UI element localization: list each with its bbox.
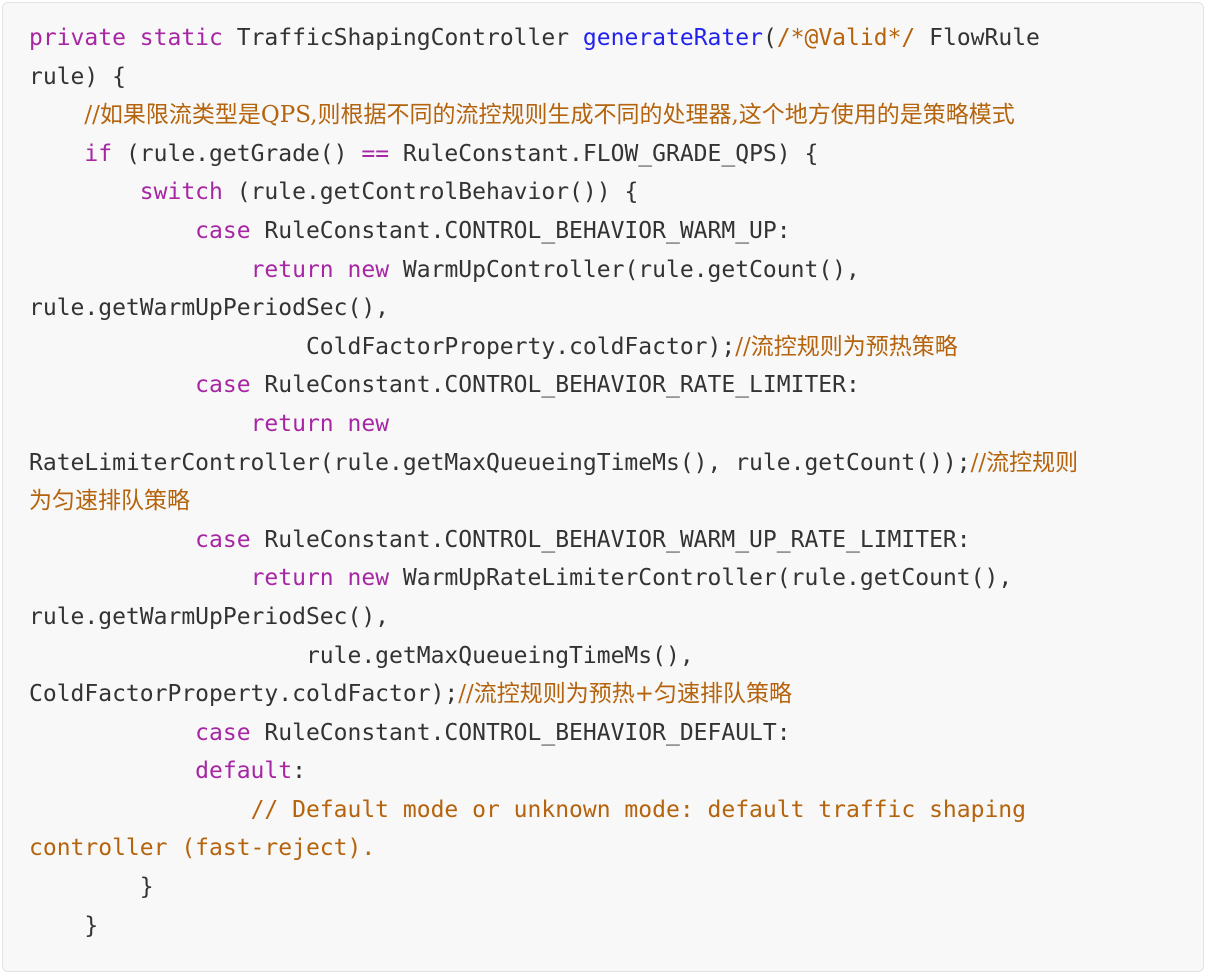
code-comment: controller (fast-reject). xyxy=(29,835,376,862)
code-text: : xyxy=(292,758,306,785)
code-text: rule.getWarmUpPeriodSec(), xyxy=(29,603,390,630)
code-line: switch (rule.getControlBehavior()) { xyxy=(29,173,1199,212)
code-text: ( xyxy=(762,25,777,51)
code-keyword: return xyxy=(250,410,334,437)
code-text: FlowRule xyxy=(915,25,1040,51)
code-text: } xyxy=(29,874,154,901)
code-text xyxy=(334,257,348,283)
code-keyword: switch xyxy=(139,179,223,206)
code-text xyxy=(126,25,140,51)
code-comment: /*@Valid*/ xyxy=(776,25,916,51)
code-text xyxy=(29,797,251,823)
code-line: controller (fast-reject). xyxy=(29,829,1199,868)
code-keyword: case xyxy=(195,217,251,244)
code-line: ColdFactorProperty.coldFactor);//流控规则为预热… xyxy=(29,675,1199,714)
code-text xyxy=(29,565,251,591)
code-text xyxy=(29,257,251,283)
code-comment: //流控规则 xyxy=(970,449,1079,476)
code-text: (rule.getGrade() xyxy=(112,140,362,167)
code-line: case RuleConstant.CONTROL_BEHAVIOR_WARM_… xyxy=(29,521,1199,560)
code-text xyxy=(29,758,195,784)
code-comment: //如果限流类型是QPS,则根据不同的流控规则生成不同的处理器,这个地方使用的是… xyxy=(84,102,1015,129)
code-line: return new xyxy=(29,405,1199,444)
code-text xyxy=(29,720,195,746)
code-operator: == xyxy=(361,140,390,167)
code-comment: 为匀速排队策略 xyxy=(29,488,190,515)
code-text xyxy=(29,102,84,128)
code-line: // Default mode or unknown mode: default… xyxy=(29,791,1199,830)
code-keyword: if xyxy=(84,140,113,167)
code-line: case RuleConstant.CONTROL_BEHAVIOR_WARM_… xyxy=(29,212,1199,251)
code-function-name: generateRater xyxy=(582,25,763,51)
code-text xyxy=(29,141,84,167)
code-keyword: new xyxy=(347,256,390,283)
code-line: case RuleConstant.CONTROL_BEHAVIOR_RATE_… xyxy=(29,366,1199,405)
code-text: RateLimiterController(rule.getMaxQueuein… xyxy=(29,449,971,476)
code-keyword: return xyxy=(250,256,334,283)
code-keyword: static xyxy=(139,25,223,51)
code-text: RuleConstant.CONTROL_BEHAVIOR_WARM_UP: xyxy=(250,217,791,244)
code-line: private static TrafficShapingController … xyxy=(29,19,1199,58)
code-keyword: case xyxy=(195,526,251,553)
code-line: rule) { xyxy=(29,58,1199,97)
code-line: ColdFactorProperty.coldFactor);//流控规则为预热… xyxy=(29,328,1199,367)
code-text: TrafficShapingController xyxy=(222,25,583,51)
code-line: rule.getWarmUpPeriodSec(), xyxy=(29,598,1199,637)
code-line: //如果限流类型是QPS,则根据不同的流控规则生成不同的处理器,这个地方使用的是… xyxy=(29,96,1199,135)
code-text: ColdFactorProperty.coldFactor); xyxy=(29,333,736,360)
code-line: 为匀速排队策略 xyxy=(29,482,1199,521)
code-keyword: new xyxy=(347,565,390,592)
code-line: return new WarmUpController(rule.getCoun… xyxy=(29,251,1199,290)
code-comment: //流控规则为预热+匀速排队策略 xyxy=(458,681,793,708)
code-text xyxy=(29,527,195,553)
code-text xyxy=(29,179,140,205)
code-text: RuleConstant.CONTROL_BEHAVIOR_RATE_LIMIT… xyxy=(250,372,860,399)
code-comment: // Default mode or unknown mode: default… xyxy=(250,796,1027,823)
code-text: rule) { xyxy=(29,63,126,90)
code-text: } xyxy=(29,912,99,939)
code-keyword: case xyxy=(195,719,251,746)
code-line: if (rule.getGrade() == RuleConstant.FLOW… xyxy=(29,135,1199,174)
code-keyword: private xyxy=(29,25,126,51)
code-lines: private static TrafficShapingController … xyxy=(29,19,1199,945)
code-line: default: xyxy=(29,752,1199,791)
code-line: RateLimiterController(rule.getMaxQueuein… xyxy=(29,444,1199,483)
code-keyword: default xyxy=(195,758,293,785)
code-line: rule.getMaxQueueingTimeMs(), xyxy=(29,637,1199,676)
code-line: } xyxy=(29,907,1199,946)
code-text: ColdFactorProperty.coldFactor); xyxy=(29,681,459,708)
code-text xyxy=(29,218,195,244)
code-text xyxy=(334,565,348,591)
code-text xyxy=(334,411,348,437)
code-text xyxy=(29,372,195,398)
code-text: rule.getMaxQueueingTimeMs(), xyxy=(29,642,694,669)
code-line: } xyxy=(29,868,1199,907)
code-text: WarmUpController(rule.getCount(), xyxy=(389,256,860,283)
code-text: WarmUpRateLimiterController(rule.getCoun… xyxy=(389,565,1013,592)
code-text: RuleConstant.CONTROL_BEHAVIOR_DEFAULT: xyxy=(250,719,791,746)
code-text xyxy=(29,411,251,437)
code-line: return new WarmUpRateLimiterController(r… xyxy=(29,559,1199,598)
code-text: (rule.getControlBehavior()) { xyxy=(222,179,639,206)
code-text: RuleConstant.CONTROL_BEHAVIOR_WARM_UP_RA… xyxy=(250,526,971,553)
code-text: RuleConstant.FLOW_GRADE_QPS) { xyxy=(389,140,819,167)
code-text: rule.getWarmUpPeriodSec(), xyxy=(29,295,390,322)
code-keyword: new xyxy=(347,410,390,437)
code-comment: //流控规则为预热策略 xyxy=(735,333,958,360)
code-line: case RuleConstant.CONTROL_BEHAVIOR_DEFAU… xyxy=(29,714,1199,753)
code-line: rule.getWarmUpPeriodSec(), xyxy=(29,289,1199,328)
code-keyword: return xyxy=(250,565,334,592)
code-keyword: case xyxy=(195,372,251,399)
